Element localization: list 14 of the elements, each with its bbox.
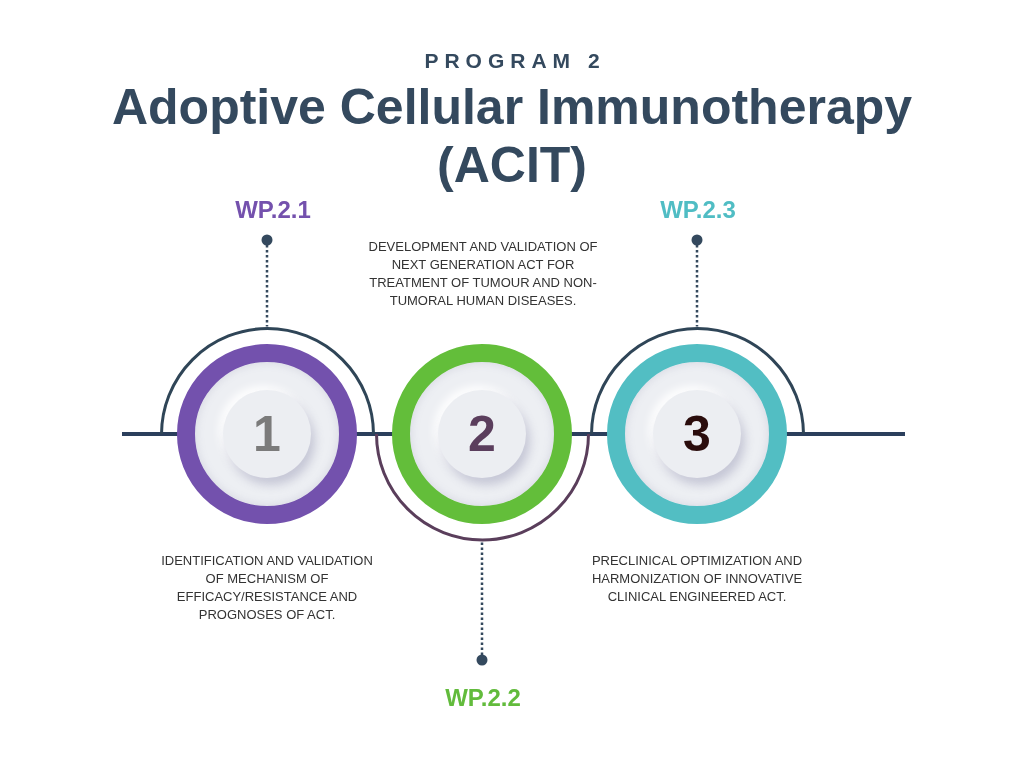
step-number: 2 bbox=[468, 409, 496, 459]
step-number: 3 bbox=[683, 409, 711, 459]
work-package-label: WP.2.2 bbox=[445, 684, 521, 712]
subtitle: PROGRAM 2 bbox=[423, 48, 606, 74]
title: Adoptive Cellular Immunotherapy (ACIT) bbox=[111, 79, 913, 193]
leader-line bbox=[261, 234, 273, 327]
step-number: 1 bbox=[253, 409, 281, 459]
leader-line bbox=[476, 541, 488, 666]
leader-line bbox=[691, 234, 703, 327]
description-text: IDENTIFICATION AND VALIDATION OF MECHANISM OF EFFICACY/RESISTANCE AND PROGNOSES OF ACT. bbox=[160, 552, 374, 624]
description-text: PRECLINICAL OPTIMIZATION AND HARMONIZATION OF INNOVATIVE CLINICAL ENGINEERED ACT. bbox=[590, 552, 804, 606]
description-text: DEVELOPMENT AND VALIDATION OF NEXT GENERATION ACT FOR TREATMENT OF TUMOUR AND NON-TUMORAL HUMAN DISEASES. bbox=[367, 238, 599, 310]
work-package-label: WP.2.3 bbox=[660, 196, 736, 224]
work-package-label: WP.2.1 bbox=[235, 196, 311, 224]
